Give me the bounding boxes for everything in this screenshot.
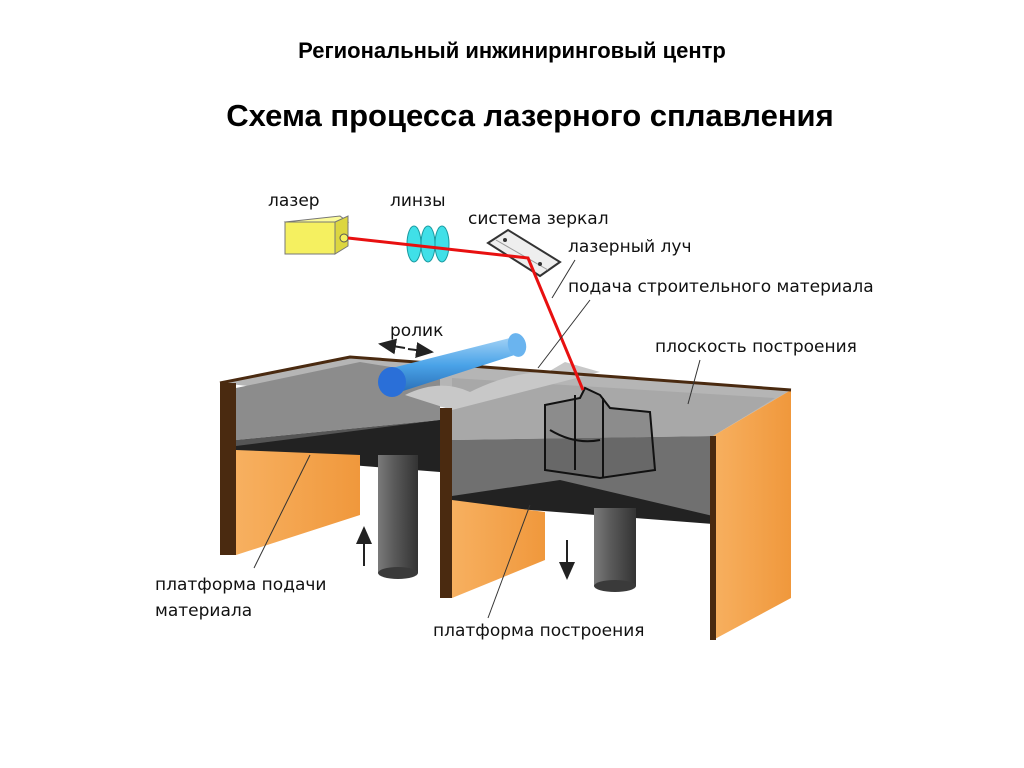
label-beam: лазерный луч (568, 237, 692, 257)
container-rim (219, 355, 792, 392)
left-side-wall (220, 383, 236, 555)
diagram-title: Схема процесса лазерного сплавления (226, 98, 834, 133)
label-feed-platform-2: материала (155, 601, 252, 621)
roller (378, 333, 527, 397)
build-piston (594, 508, 636, 592)
label-feed: подача строительного материала (568, 277, 874, 297)
powder-wave (405, 362, 600, 410)
label-build-plane: плоскость построения (655, 337, 857, 357)
label-feed-platform-1: платформа подачи (155, 575, 326, 595)
label-build-platform: платформа построения (433, 621, 644, 641)
build-platform-plate (452, 480, 713, 524)
feed-piston (378, 455, 418, 579)
middle-wall (440, 408, 452, 598)
build-front-wall (452, 500, 545, 598)
roller-arrow-left (378, 338, 406, 355)
label-mirrors: система зеркал (468, 209, 609, 229)
label-roller: ролик (390, 321, 443, 341)
laser-beam (347, 236, 585, 391)
feed-front-wall (236, 450, 360, 555)
roller-arrow-right (407, 342, 434, 358)
printed-part (544, 386, 657, 480)
label-lenses: линзы (390, 191, 446, 211)
laser-icon (283, 215, 350, 255)
right-side-wall (713, 390, 791, 640)
right-wall-edge (710, 436, 716, 640)
organization-header: Региональный инжиниринговый центр (298, 38, 726, 63)
label-laser: лазер (268, 191, 320, 211)
leader-lines (253, 259, 701, 619)
mirror-icon (486, 228, 562, 278)
